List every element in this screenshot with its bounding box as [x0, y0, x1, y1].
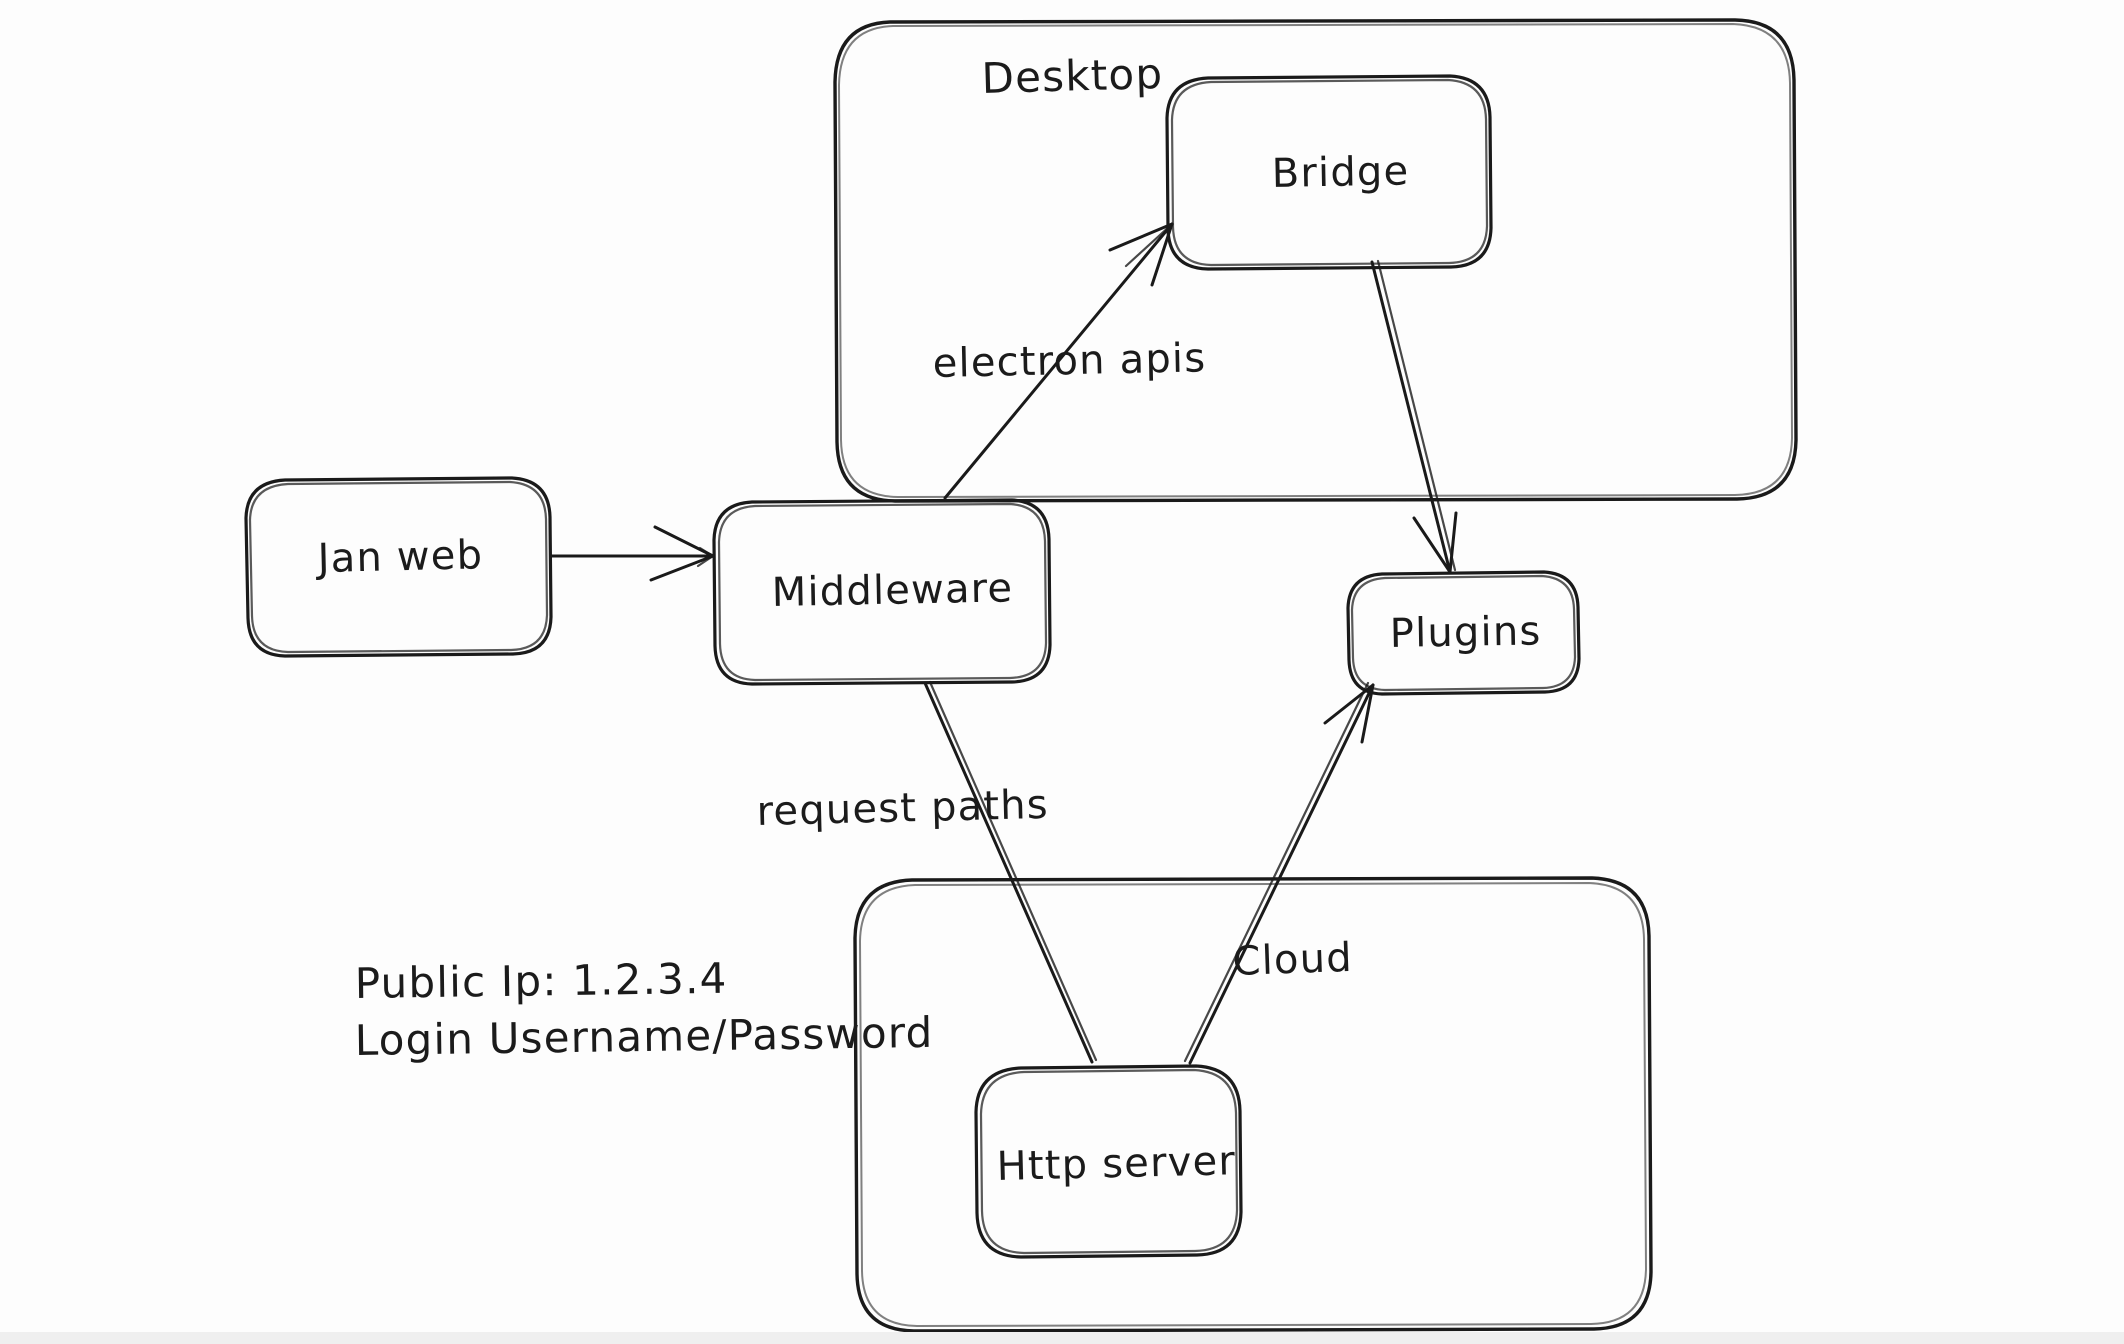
- container-desktop-label: Desktop: [981, 49, 1164, 103]
- edge-janweb-to-middleware[interactable]: [549, 525, 715, 582]
- edge-label-request-paths: request paths: [756, 782, 1049, 835]
- bottom-edge-strip: [0, 1332, 2124, 1344]
- node-jan-web[interactable]: [244, 476, 553, 658]
- edge-httpserver-to-plugins[interactable]: [1183, 681, 1375, 1065]
- container-desktop[interactable]: [833, 18, 1798, 503]
- edge-middleware-to-httpserver[interactable]: [923, 680, 1098, 1064]
- node-http-server[interactable]: [974, 1064, 1243, 1259]
- node-middleware[interactable]: [712, 498, 1052, 686]
- node-http-server-label: Http server: [996, 1138, 1236, 1190]
- node-jan-web-label: Jan web: [314, 532, 484, 582]
- note-login-credentials: Login Username/Password: [354, 1008, 933, 1065]
- edge-label-cloud: Cloud: [1232, 935, 1354, 985]
- node-plugins[interactable]: [1346, 570, 1581, 696]
- edge-bridge-to-plugins[interactable]: [1370, 259, 1458, 574]
- edge-label-electron-apis: electron apis: [932, 335, 1206, 387]
- node-middleware-label: Middleware: [771, 565, 1013, 616]
- note-public-ip: Public Ip: 1.2.3.4: [354, 954, 727, 1008]
- node-bridge[interactable]: [1165, 74, 1493, 271]
- node-plugins-label: Plugins: [1389, 608, 1541, 657]
- container-cloud-region[interactable]: [853, 876, 1653, 1333]
- node-bridge-label: Bridge: [1271, 148, 1409, 197]
